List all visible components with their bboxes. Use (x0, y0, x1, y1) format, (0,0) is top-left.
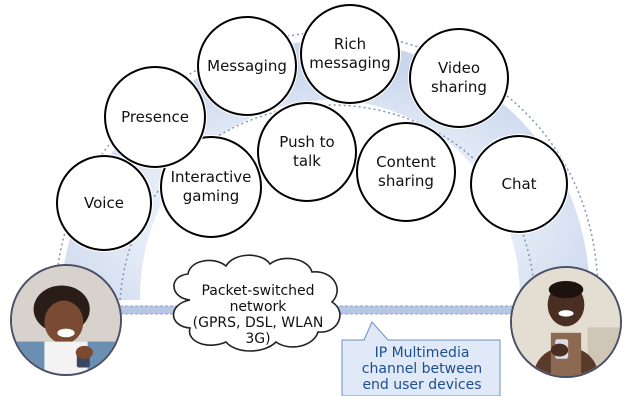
service-push-to-talk-label: Push to talk (279, 133, 335, 170)
right-user-portrait (510, 266, 622, 378)
service-rich-messaging-label: Rich messaging (309, 35, 391, 72)
service-content-sharing-label: Content sharing (376, 153, 436, 190)
service-video-sharing-label: Video sharing (431, 59, 487, 96)
service-voice-bubble: Voice (56, 155, 152, 251)
service-chat-label: Chat (501, 174, 537, 193)
service-messaging-bubble: Messaging (197, 16, 297, 116)
arch-outer-dotted-line (54, 31, 599, 301)
channel-callout-box (341, 321, 501, 396)
service-interactive-gaming-label: Interactive gaming (170, 168, 252, 205)
arch-inner-dotted-line (119, 104, 536, 301)
network-label: Packet-switched network (GPRS, DSL, WLAN… (192, 283, 324, 347)
service-messaging-label: Messaging (207, 56, 287, 75)
right-user-illustration (512, 268, 620, 376)
service-presence-bubble: Presence (104, 66, 206, 168)
service-chat-bubble: Chat (470, 135, 568, 233)
service-rich-messaging-bubble: Rich messaging (300, 4, 400, 104)
channel-label: IP Multimedia channel between end user d… (361, 345, 483, 393)
service-push-to-talk-bubble: Push to talk (257, 102, 357, 202)
service-voice-label: Voice (84, 193, 124, 212)
left-user-portrait (10, 264, 122, 376)
left-user-illustration (12, 266, 120, 374)
network-cloud (172, 254, 341, 352)
service-content-sharing-bubble: Content sharing (356, 122, 456, 222)
service-video-sharing-bubble: Video sharing (409, 28, 509, 128)
service-presence-label: Presence (121, 107, 189, 126)
